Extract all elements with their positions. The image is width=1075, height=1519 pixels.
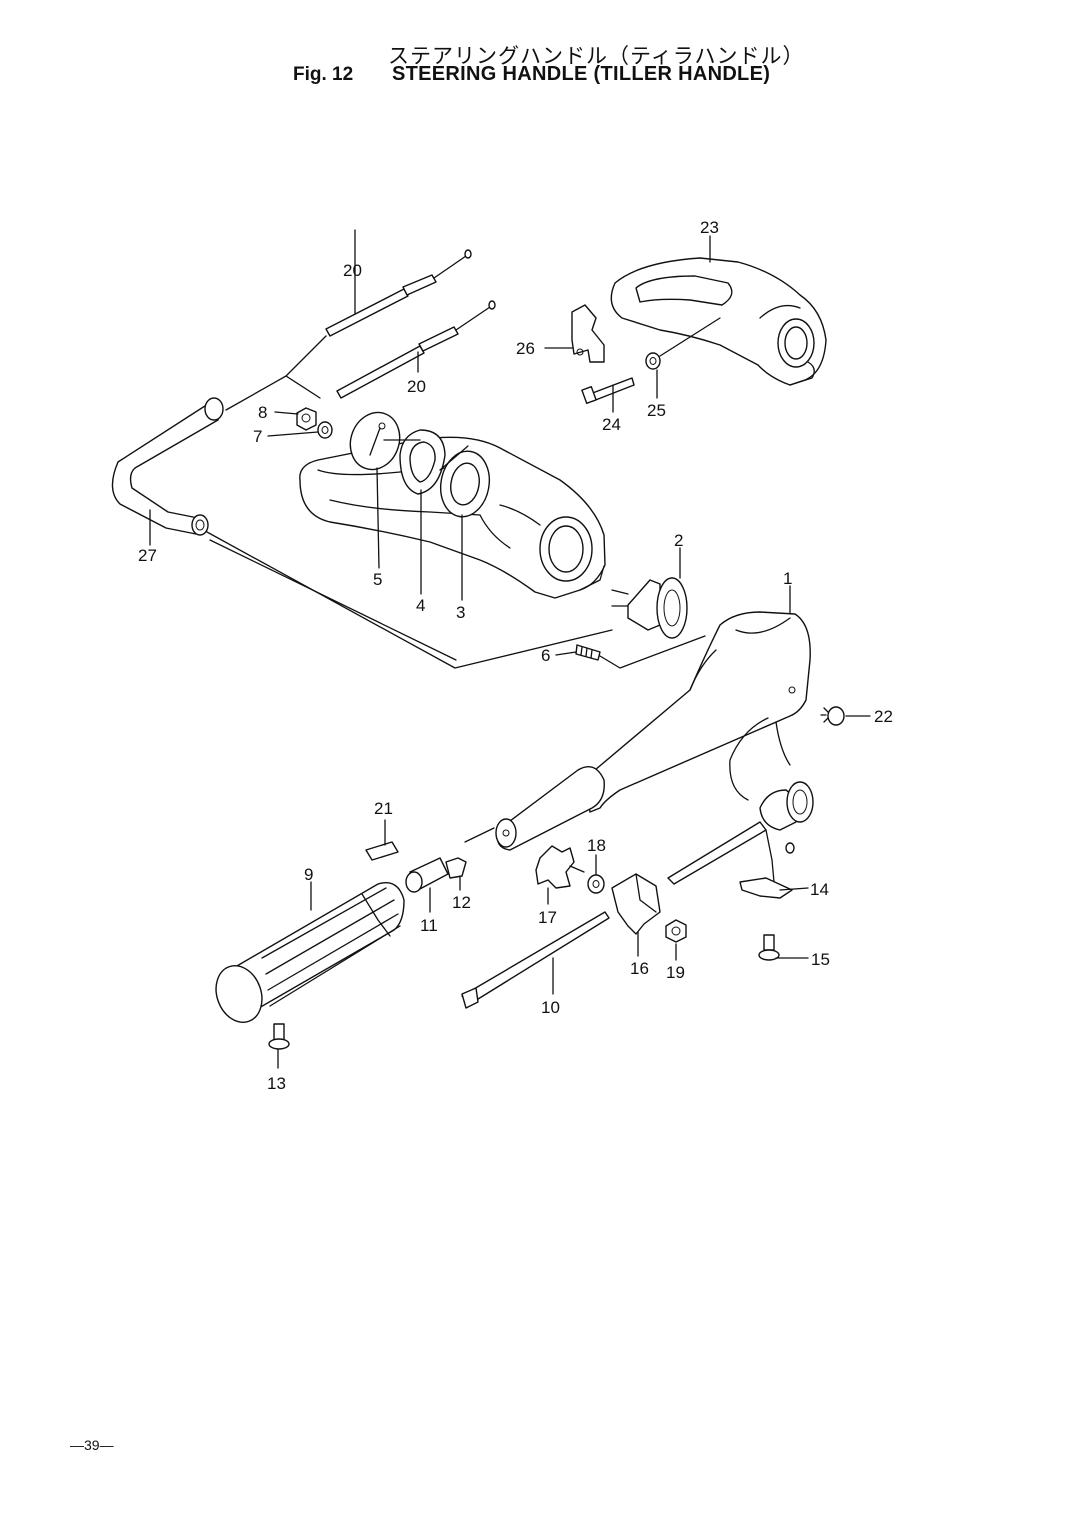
callout-4: 4: [416, 596, 425, 615]
part-14-clip: [739, 877, 793, 899]
callout-12: 12: [452, 893, 471, 912]
part-11-sleeve: [405, 857, 449, 893]
callout-labels: 1 2 3 4 5 6 7 8 9 10 11 12 13 14 15 16 1…: [138, 218, 893, 1093]
stop-switch-assembly: [667, 717, 814, 885]
part-19-nut: [665, 919, 687, 943]
part-27-bent-tube: [111, 397, 224, 536]
callout-9: 9: [304, 865, 313, 884]
callout-11: 11: [420, 916, 438, 935]
part-7-washer: [317, 421, 333, 439]
part-18-washer: [587, 874, 605, 894]
figure-label: Fig. 12: [293, 64, 354, 85]
callout-27: 27: [138, 546, 157, 565]
callout-13: 13: [267, 1074, 286, 1093]
part-26-bracket: [571, 304, 605, 363]
callout-14: 14: [810, 880, 829, 899]
callout-26: 26: [516, 339, 535, 358]
callout-7: 7: [253, 427, 262, 446]
callout-8: 8: [258, 403, 267, 422]
callout-19: 19: [666, 963, 685, 982]
part-23-upper-bracket: [610, 257, 827, 386]
callout-16: 16: [630, 959, 649, 978]
part-5-plate: [349, 411, 401, 471]
part-24-bolt: [581, 377, 635, 404]
part-20-cable-upper: [325, 249, 472, 337]
callout-21: 21: [374, 799, 393, 818]
title-japanese: ステアリングハンドル（ティラハンドル）: [388, 45, 805, 68]
part-22-grommet: [820, 706, 845, 726]
callout-25: 25: [647, 401, 666, 420]
part-2-bushing: [611, 577, 688, 639]
part-1-tiller-arm: [495, 611, 811, 851]
part-12-pin: [445, 857, 467, 879]
callout-24: 24: [602, 415, 621, 434]
callout-22: 22: [874, 707, 893, 726]
part-9-twist-grip: [215, 882, 405, 1023]
callout-10: 10: [541, 998, 560, 1017]
part-20-cable-lower: [336, 300, 496, 399]
part-6-stud: [575, 644, 601, 661]
callout-2: 2: [674, 531, 683, 550]
callout-18: 18: [587, 836, 606, 855]
part-4-gasket: [399, 429, 446, 495]
callout-1: 1: [783, 569, 792, 588]
callout-17: 17: [538, 908, 557, 927]
callout-6: 6: [541, 646, 550, 665]
part-13-screw: [268, 1023, 290, 1050]
part-25-washer: [645, 352, 661, 370]
part-16-block: [611, 873, 661, 935]
callout-15: 15: [811, 950, 830, 969]
leader-lines: [149, 229, 871, 1069]
part-8-nut: [296, 407, 317, 431]
callout-5: 5: [373, 570, 382, 589]
part-15-screw: [758, 934, 780, 961]
lower-housing: [299, 436, 606, 599]
title-english: STEERING HANDLE (TILLER HANDLE): [392, 63, 771, 85]
part-17-knob: [535, 845, 585, 889]
page-number: —39—: [70, 1437, 114, 1453]
part-10-throttle-rod: [461, 911, 610, 1009]
callout-23: 23: [700, 218, 719, 237]
part-3-washer-ring: [439, 450, 491, 518]
callout-20-lower: 20: [407, 377, 426, 396]
callout-20-upper: 20: [343, 261, 362, 280]
part-21-label: [365, 841, 399, 861]
callout-3: 3: [456, 603, 465, 622]
